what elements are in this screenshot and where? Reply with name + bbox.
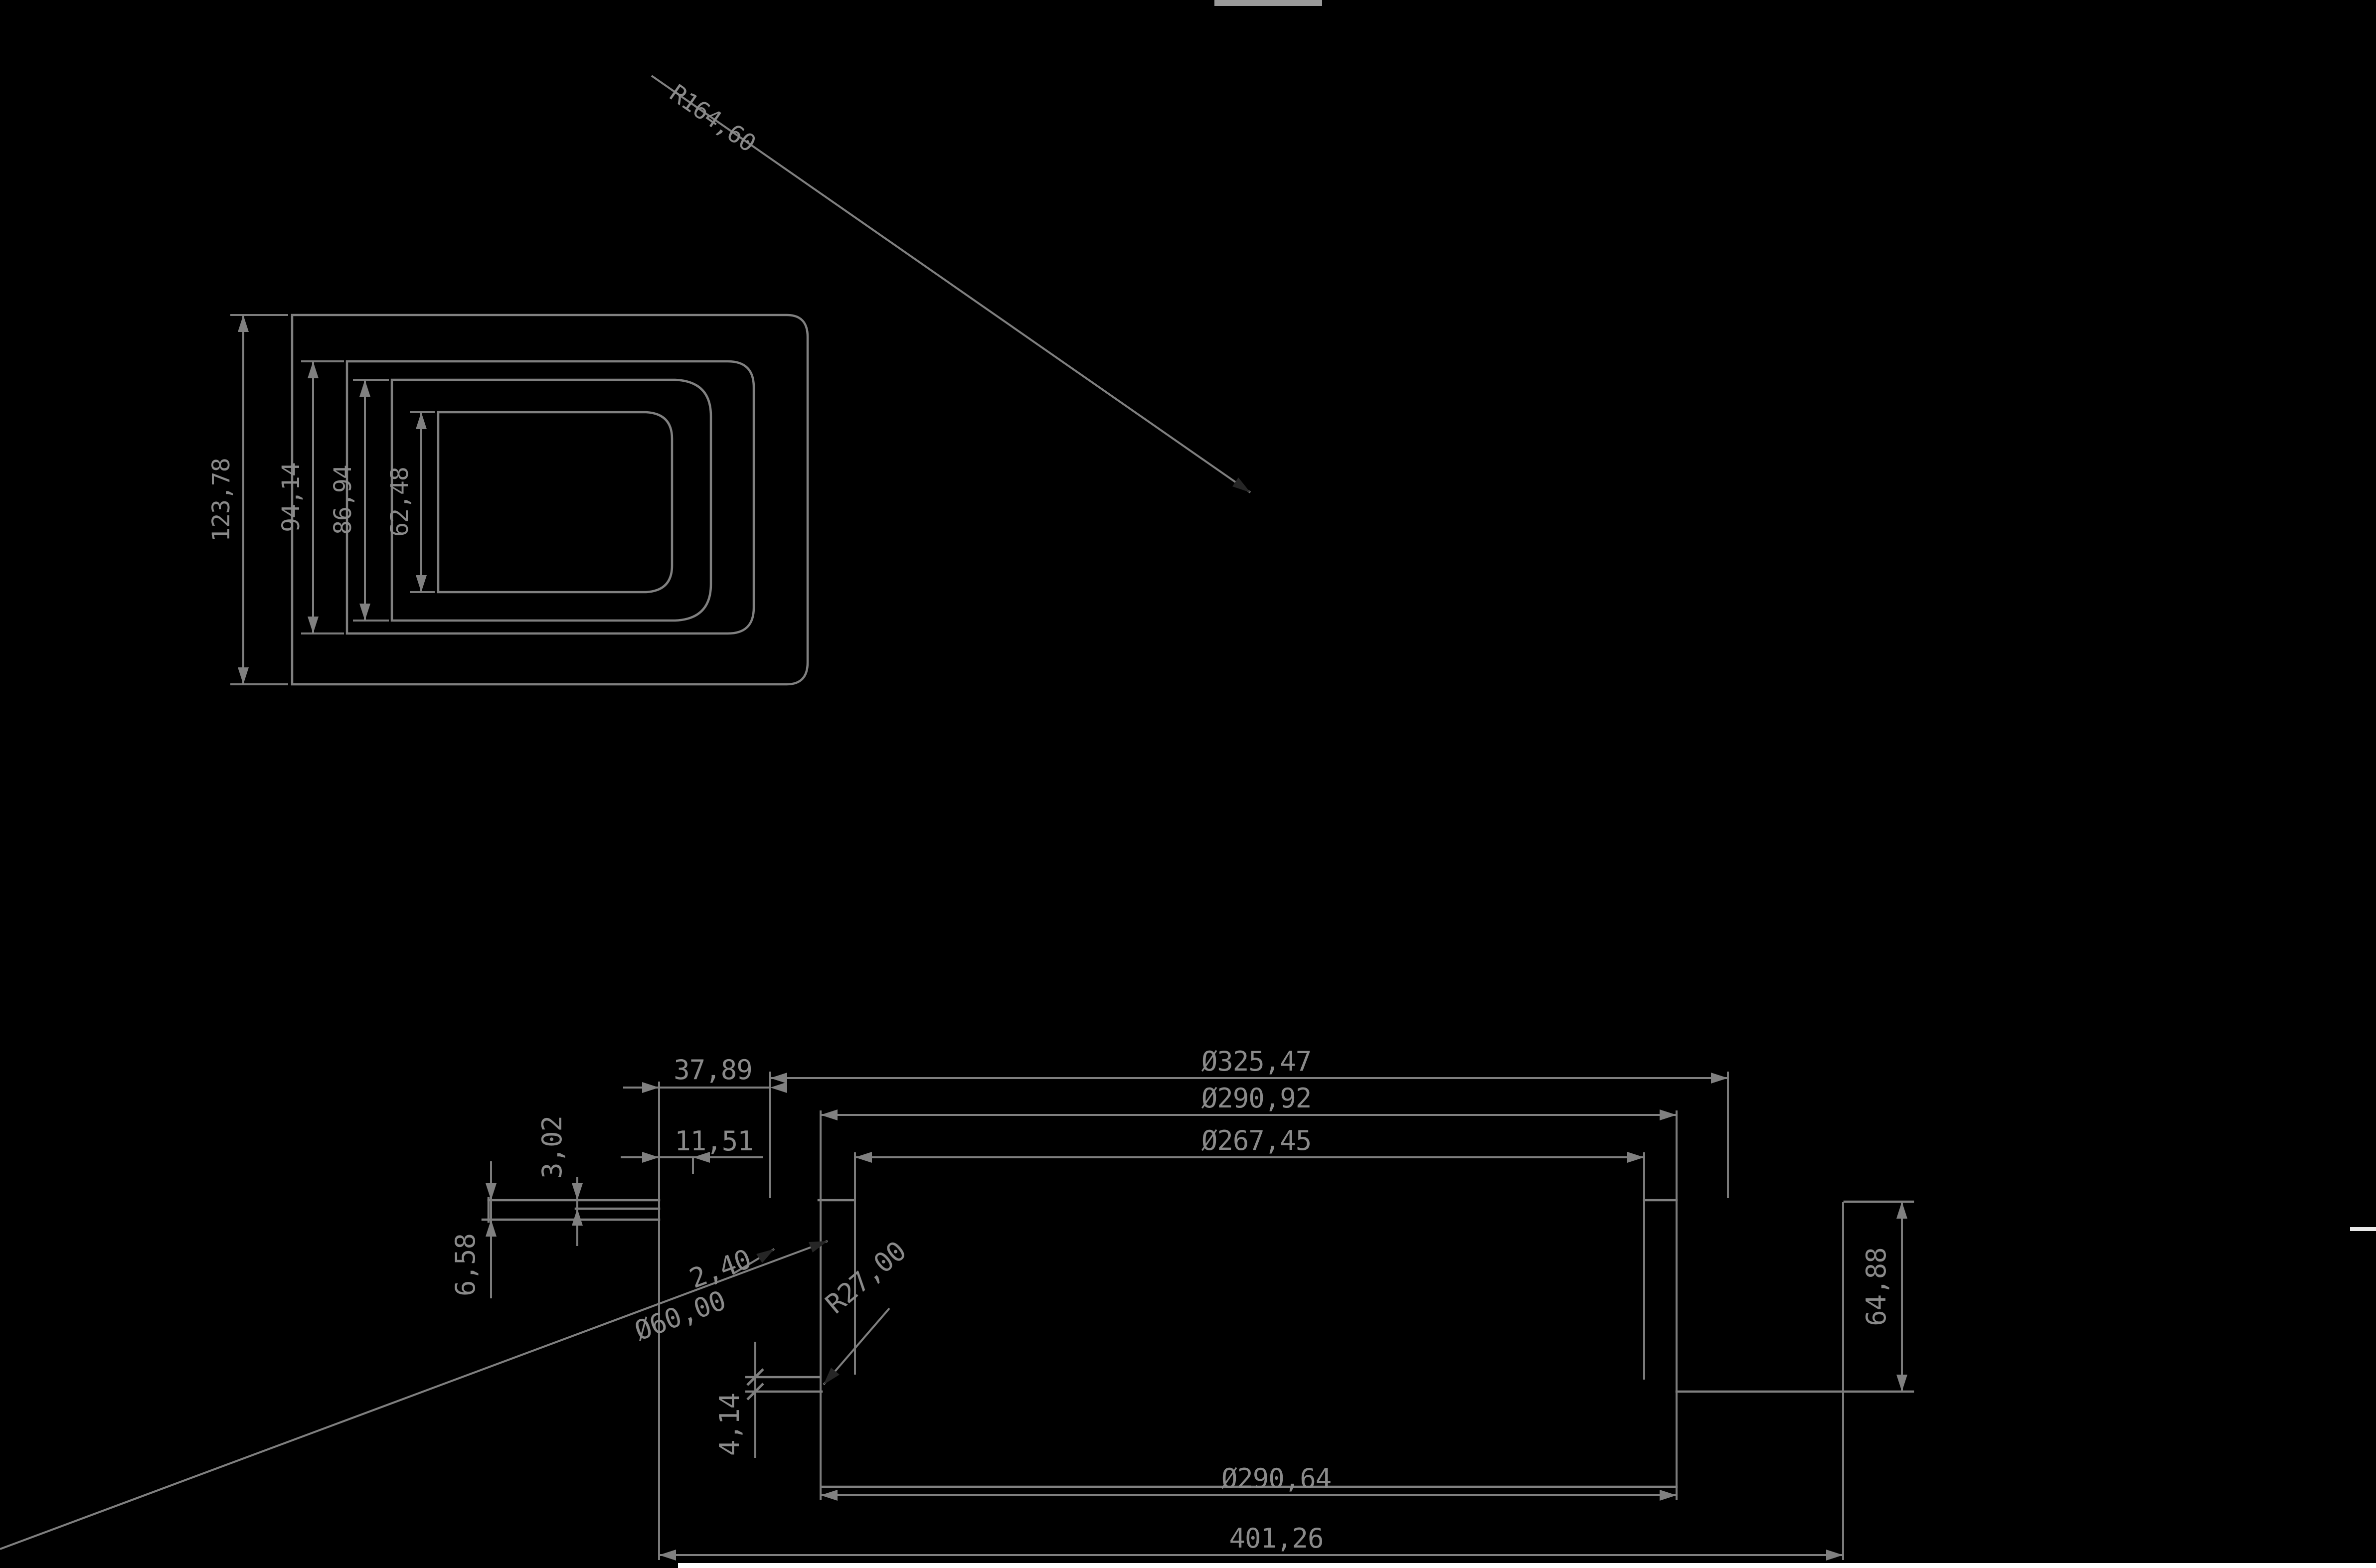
radius-leader-label: R164,60 <box>665 79 760 157</box>
top-view-outline <box>291 314 809 686</box>
section-left-dimensions: 37,89 11,51 3,02 6,58 4,14 <box>450 1054 787 1456</box>
section-extension-lines <box>490 1072 1903 1560</box>
dim-label-outer-height: 123,78 <box>207 458 235 541</box>
dim-label-wall-step: 11,51 <box>675 1125 753 1157</box>
dim-label-overall-width: 401,26 <box>1229 1523 1323 1554</box>
dim-label-second-height: 94,14 <box>277 463 305 532</box>
top-edge-mark <box>1214 0 1322 6</box>
top-view: 123,78 94,14 86,94 62,48 <box>207 75 1251 686</box>
dim-label-cavity-depth: 64,88 <box>1861 1248 1892 1326</box>
dim-label-lip-thickness: 6,58 <box>450 1234 481 1296</box>
dim-label-wall-outer-diameter: Ø290,92 <box>1201 1083 1312 1114</box>
bottom-edge-strip <box>678 1563 2376 1568</box>
screen-artifacts <box>678 0 2376 1568</box>
dim-label-wall-inner-diameter: Ø267,45 <box>1201 1125 1312 1156</box>
dim-label-third-height: 86,94 <box>329 465 357 535</box>
section-diameter-dimensions: Ø325,47 Ø290,92 Ø267,45 Ø290,64 401,26 <box>659 1046 1843 1561</box>
dim-label-lip-gap: 3,02 <box>536 1116 568 1179</box>
section-outline <box>481 1197 1914 1488</box>
top-view-dimensions: 123,78 94,14 86,94 62,48 <box>207 314 435 685</box>
dim-label-bottom-outer-diameter: Ø290,64 <box>1221 1463 1332 1494</box>
leader-label-edge-offset: 2,40 <box>685 1243 755 1294</box>
dim-label-inner-height: 62,48 <box>386 467 414 537</box>
leader-label-bore-diameter: Ø60,00 <box>631 1284 730 1347</box>
right-edge-mark <box>2350 1227 2376 1231</box>
dim-label-outer-rim-diameter: Ø325,47 <box>1201 1046 1312 1077</box>
section-right-dimension: 64,88 <box>1861 1202 1907 1392</box>
section-view: Ø325,47 Ø290,92 Ø267,45 Ø290,64 401,26 <box>0 1046 1914 1561</box>
leader-label-corner-radius: R27,00 <box>820 1235 912 1320</box>
radius-leader: R164,60 <box>651 75 1251 493</box>
dim-label-rim-offset: 37,89 <box>674 1054 752 1086</box>
dim-label-foot-height: 4,14 <box>714 1393 745 1456</box>
